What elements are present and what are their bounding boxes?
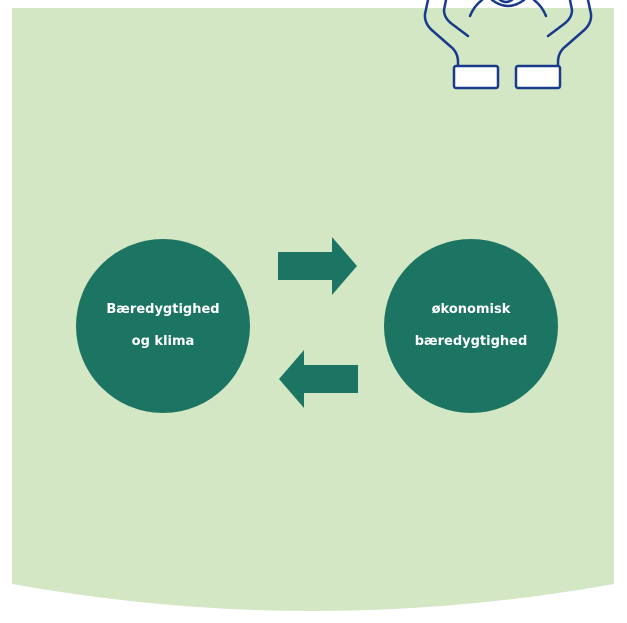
node-oekonomisk-baeredygtighed: økonomisk bæredygtighed: [384, 239, 558, 413]
hands-holding-globe-icon: [423, 0, 593, 90]
node-label-line: bæredygtighed: [414, 334, 528, 349]
node-baeredygtighed-og-klima: Bæredygtighed og klima: [76, 239, 250, 413]
node-label-line: Bæredygtighed: [106, 302, 220, 317]
arrow-right-icon: [278, 237, 357, 295]
node-label-line: og klima: [131, 334, 195, 349]
arrow-left-icon: [279, 350, 358, 408]
node-label-line: økonomisk: [431, 302, 511, 317]
